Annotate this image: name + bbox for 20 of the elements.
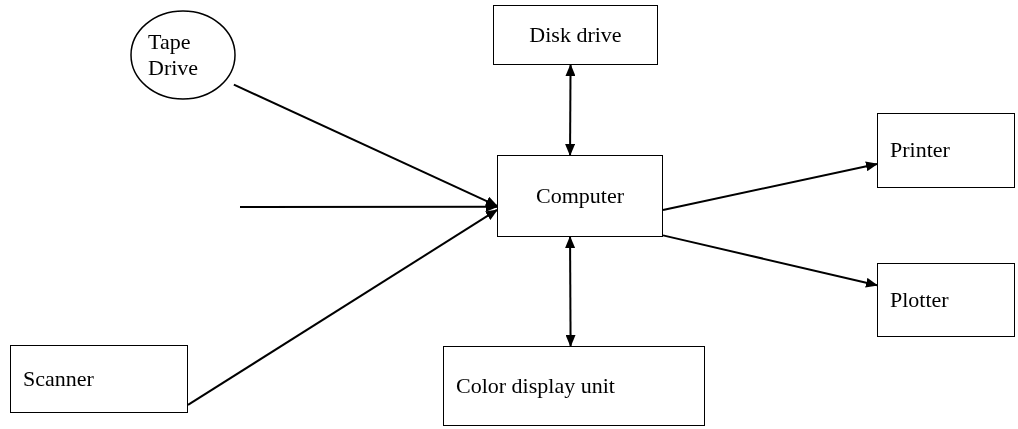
node-label: Scanner bbox=[23, 365, 94, 393]
process-box bbox=[493, 5, 658, 65]
node-label: Computer bbox=[536, 182, 624, 210]
node-label: Disk drive bbox=[529, 21, 622, 49]
arrow bbox=[662, 234, 878, 288]
arrow bbox=[662, 161, 878, 211]
process-box bbox=[10, 345, 188, 413]
node-label: Printer bbox=[890, 137, 950, 164]
arrow bbox=[232, 83, 498, 207]
process-box bbox=[877, 113, 1015, 188]
process-box bbox=[497, 155, 663, 237]
process-box bbox=[877, 263, 1015, 337]
arrow bbox=[187, 208, 498, 406]
arrow bbox=[565, 64, 576, 156]
process-box bbox=[443, 346, 705, 426]
node-label: Tape Drive bbox=[148, 28, 200, 82]
arrow bbox=[565, 236, 576, 347]
node-label: Plotter bbox=[890, 286, 949, 314]
node-label: Color display unit bbox=[456, 372, 615, 400]
arrow bbox=[239, 201, 498, 212]
